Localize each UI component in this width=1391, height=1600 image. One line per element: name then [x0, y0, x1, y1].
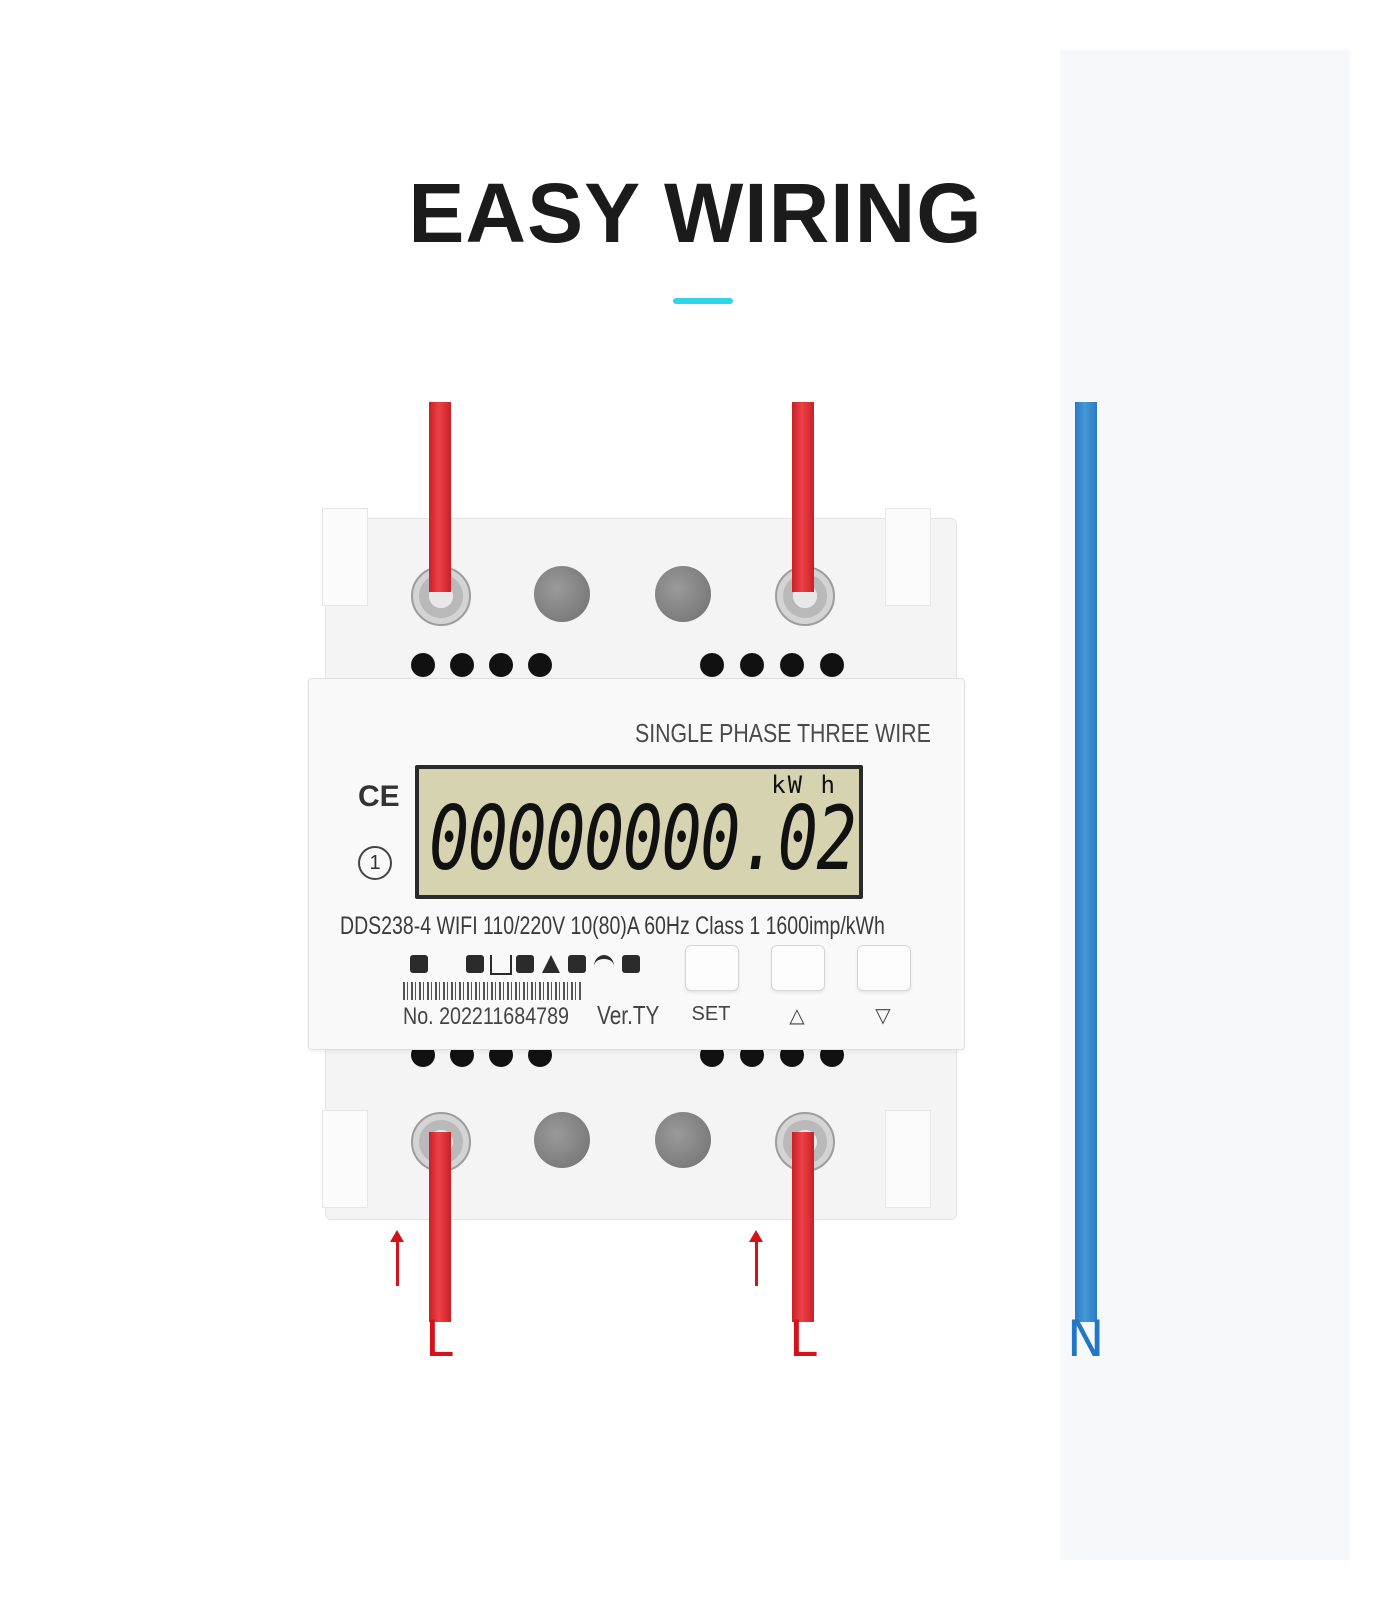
background-panel	[1060, 50, 1350, 1560]
line-wire-top-right	[792, 402, 814, 592]
meter-top-right-clip	[885, 508, 931, 606]
down-button-label: ▽	[875, 1005, 891, 1027]
spec-line: DDS238-4 WIFI 110/220V 10(80)A 60Hz Clas…	[340, 912, 885, 940]
indicator-led-icon	[568, 955, 586, 973]
meter-top-left-clip	[322, 508, 368, 606]
wifi-icon	[594, 955, 614, 977]
line-label-left: L	[425, 1310, 453, 1368]
page-title: EASY WIRING	[408, 166, 983, 260]
arrow-up-icon	[749, 1230, 763, 1286]
indicator-led-icon	[466, 955, 484, 973]
top-terminal-hole	[655, 566, 711, 622]
firmware-version: Ver.TY	[597, 1000, 660, 1030]
indicator-led-icon	[516, 955, 534, 973]
set-button-label: SET	[691, 1003, 731, 1025]
indicator-led-icon	[410, 955, 428, 973]
lcd-display: kW h 00000000.02	[415, 765, 863, 899]
line-wire-top-left	[429, 402, 451, 592]
vent-hole	[780, 653, 804, 677]
line-label-right: L	[789, 1310, 817, 1368]
warning-icon	[542, 955, 560, 973]
accuracy-class-symbol: 1	[358, 846, 392, 880]
barcode	[403, 982, 583, 1000]
vent-hole	[740, 653, 764, 677]
pulse-icon	[490, 955, 512, 975]
ce-mark: CE	[358, 780, 400, 813]
up-button-label: △	[789, 1005, 805, 1027]
set-button[interactable]	[685, 945, 739, 991]
serial-number: No. 202211684789	[403, 1003, 569, 1030]
vent-hole	[820, 653, 844, 677]
title-underline	[673, 298, 733, 304]
vent-hole	[411, 653, 435, 677]
vent-hole	[700, 653, 724, 677]
neutral-label: N	[1067, 1310, 1105, 1368]
meter-bottom-right-clip	[885, 1110, 931, 1208]
vent-hole	[450, 653, 474, 677]
neutral-wire	[1075, 402, 1097, 1322]
line-wire-bottom-left	[429, 1132, 451, 1322]
top-terminal-hole	[534, 566, 590, 622]
line-wire-bottom-right	[792, 1132, 814, 1322]
meter-bottom-left-clip	[322, 1110, 368, 1208]
bottom-terminal-hole	[534, 1112, 590, 1168]
arrow-up-icon	[390, 1230, 404, 1286]
vent-hole	[528, 653, 552, 677]
down-button[interactable]	[857, 945, 911, 991]
lcd-units: kW h	[771, 771, 837, 799]
vent-hole	[489, 653, 513, 677]
wiring-type-label: SINGLE PHASE THREE WIRE	[635, 718, 931, 748]
lcd-reading: 00000000.02	[429, 787, 857, 890]
indicator-led-icon	[622, 955, 640, 973]
up-button[interactable]	[771, 945, 825, 991]
bottom-terminal-hole	[655, 1112, 711, 1168]
